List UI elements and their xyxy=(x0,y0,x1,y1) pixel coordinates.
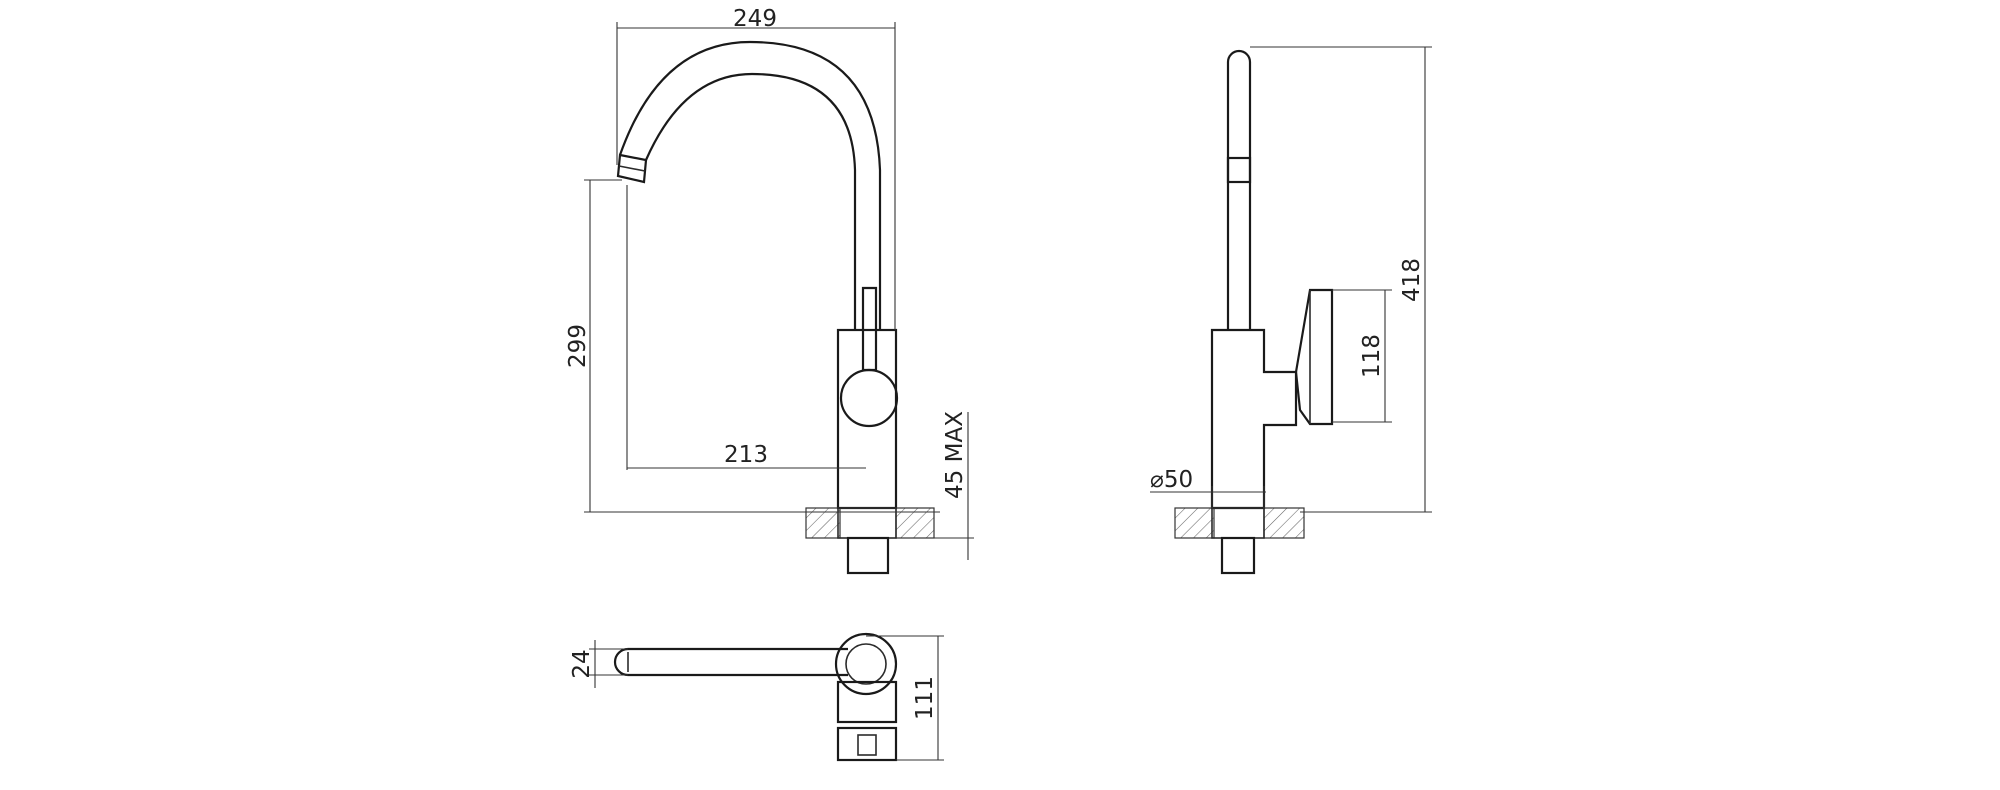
deck-left xyxy=(805,507,841,539)
dim-depth: 111 xyxy=(912,676,938,720)
spout-tip xyxy=(616,153,648,184)
top-handle-base xyxy=(836,726,898,762)
dim-spout-reach: 213 xyxy=(724,442,768,468)
side-body xyxy=(1210,328,1298,510)
deck-right xyxy=(895,507,935,539)
dim-base-diameter: ⌀50 xyxy=(1150,467,1193,493)
shank xyxy=(846,536,890,575)
side-view: 418 118 ⌀50 xyxy=(1150,46,1432,575)
spout-inner xyxy=(644,72,857,330)
dim-deck-thickness: 45 MAX xyxy=(942,411,968,499)
side-shank xyxy=(1220,536,1256,575)
top-view: 24 111 xyxy=(569,632,944,762)
side-deck-right xyxy=(1263,507,1305,539)
dim-total-height: 418 xyxy=(1399,258,1425,302)
side-spout xyxy=(1226,49,1252,330)
front-view: 249 299 213 45 MAX xyxy=(565,6,974,575)
side-deck-left xyxy=(1174,507,1215,539)
lever-hub xyxy=(839,368,899,428)
top-spout xyxy=(613,647,848,677)
side-handle xyxy=(1294,288,1334,426)
dim-spout-width: 24 xyxy=(569,649,595,678)
spout-outer xyxy=(618,40,882,330)
dim-spout-height: 299 xyxy=(565,324,591,368)
top-body xyxy=(836,680,898,724)
dim-overall-width: 249 xyxy=(733,6,777,32)
top-hub xyxy=(834,632,898,696)
dim-handle-height: 118 xyxy=(1359,334,1385,378)
